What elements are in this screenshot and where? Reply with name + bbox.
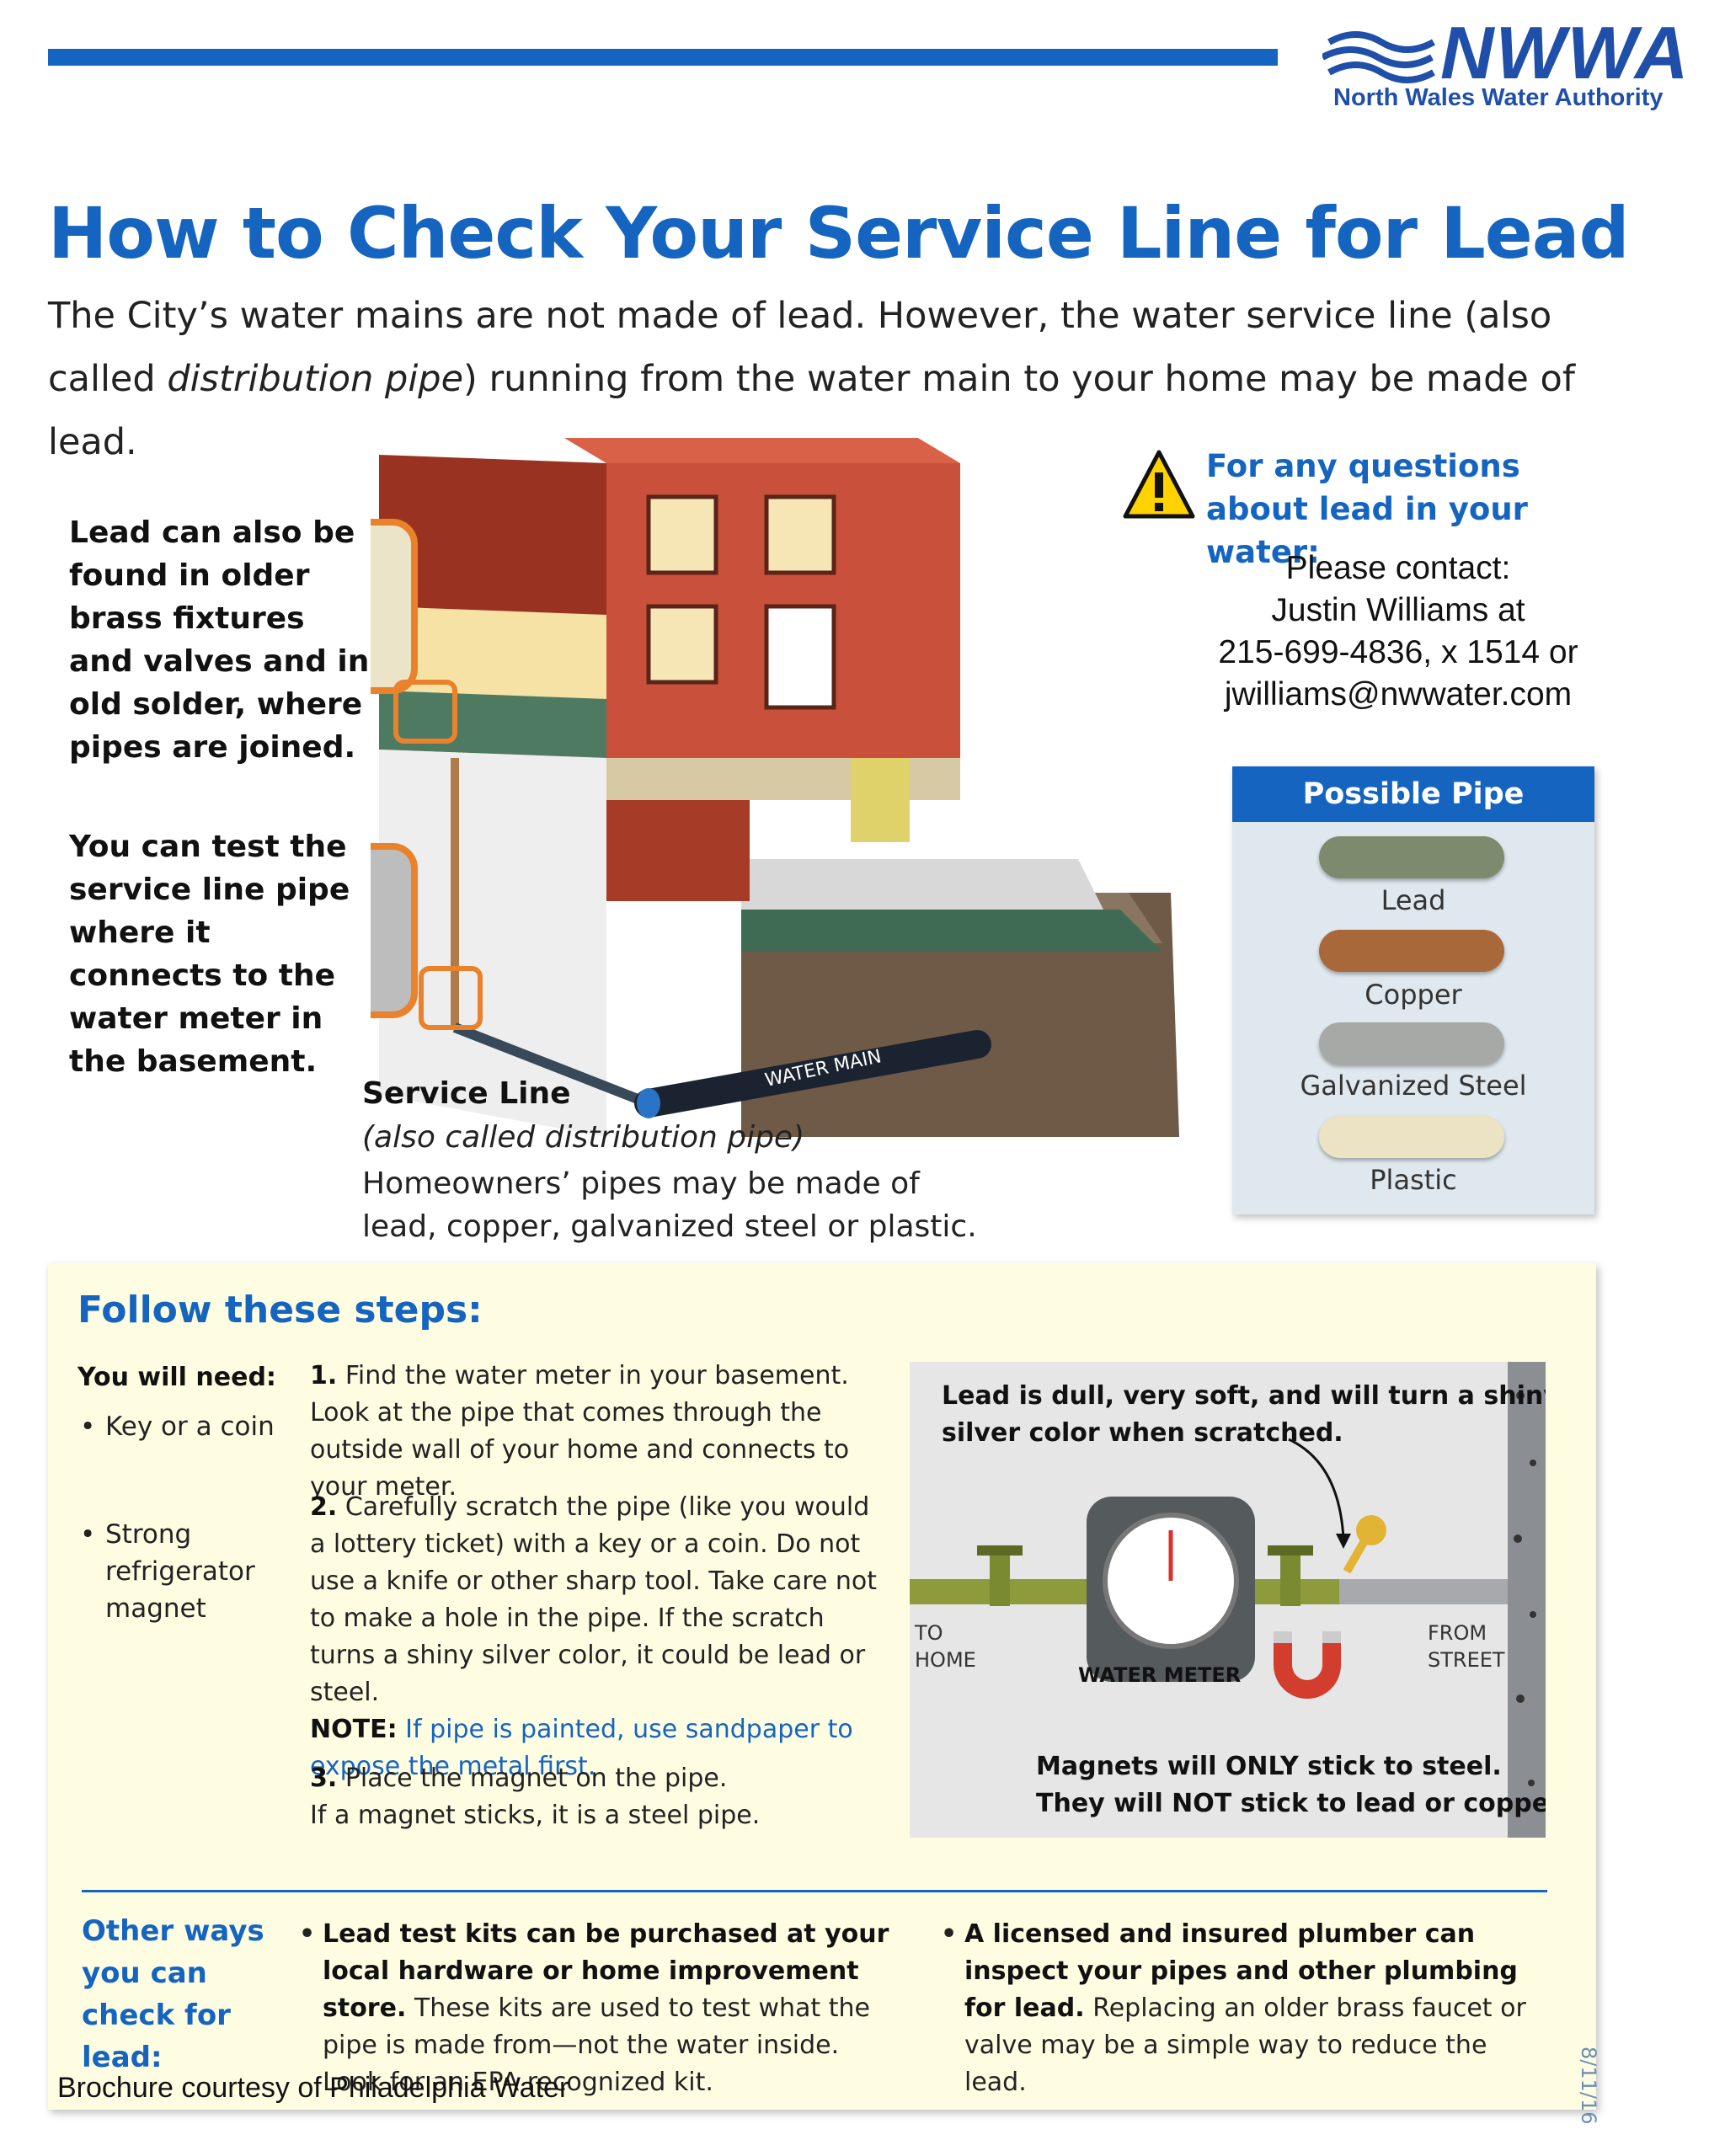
step-3: 3. Place the magnet on the pipe.If a mag… xyxy=(310,1764,761,1830)
other-ways-test-kits: •Lead test kits can be purchased at your… xyxy=(299,1919,889,2097)
step-2: 2. Carefully scratch the pipe (like you … xyxy=(310,1489,883,1785)
contact-phone: 215-699-4836, x 1514 or xyxy=(1218,634,1578,670)
service-line-body: Homeowners’ pipes may be made of lead, c… xyxy=(362,1166,977,1244)
pipe-materials-heading: Possible Pipe Materials xyxy=(1232,766,1594,867)
step-1: 1. Find the water meter in your basement… xyxy=(310,1361,850,1502)
to-home-label-1: TO xyxy=(914,1621,943,1645)
other-ways-plumber: •A licensed and insured plumber can insp… xyxy=(941,1919,1526,2097)
from-street-label-1: FROM xyxy=(1428,1621,1487,1645)
step-2-note: NOTE: If pipe is painted, use sandpaper … xyxy=(310,1715,853,1781)
magnet-note-2: They will NOT stick to lead or copper. xyxy=(1036,1789,1546,1818)
warning-icon xyxy=(1123,450,1195,519)
pipe-label-plastic: Plastic xyxy=(1370,1164,1457,1196)
intro-paragraph: The City’s water mains are not made of l… xyxy=(48,285,1648,474)
key-icon xyxy=(1343,1515,1386,1574)
house-illustration: WATER MAIN xyxy=(371,438,1179,1137)
plastic-pipe-swatch xyxy=(1319,1116,1504,1158)
section-divider xyxy=(82,1890,1547,1892)
page-title: How to Check Your Service Line for Lead xyxy=(48,192,1630,275)
magnet-note-1: Magnets will ONLY stick to steel. xyxy=(1036,1752,1502,1781)
intro-line-2: called distribution pipe) running from t… xyxy=(48,358,1575,463)
logo-subtitle: North Wales Water Authority xyxy=(1333,84,1664,111)
steps-heading: Follow these steps: xyxy=(77,1289,483,1331)
pipe-label-galvanized: Galvanized Steel xyxy=(1300,1070,1527,1102)
service-line-subtitle: (also called distribution pipe) xyxy=(362,1120,805,1155)
galvanized-pipe-swatch xyxy=(1319,1022,1504,1065)
contact-email[interactable]: jwilliams@nwwater.com xyxy=(1224,676,1573,712)
pipe-label-copper: Copper xyxy=(1365,979,1462,1011)
header-rule xyxy=(48,49,1278,66)
contact-info: Please contact: Justin Williams at 215-6… xyxy=(1171,547,1626,716)
diagram-caption-2: silver color when scratched. xyxy=(942,1418,1343,1448)
service-line-title: Service Line xyxy=(362,1076,571,1111)
contact-line-1: Please contact: xyxy=(1285,550,1511,586)
courtesy-note: Brochure courtesy of Philadelphia Water xyxy=(57,2072,569,2104)
meter-diagram: Lead is dull, very soft, and will turn a… xyxy=(910,1362,1546,1838)
other-ways-heading: Other ways you can check for lead: xyxy=(82,1914,264,2074)
nwwa-logo xyxy=(1322,31,1435,83)
logo-wordmark: NWWA xyxy=(1440,11,1690,94)
fixtures-callout: Lead can also be found in older brass fi… xyxy=(69,515,370,765)
contact-name: Justin Williams at xyxy=(1271,592,1525,628)
diagram-caption-1: Lead is dull, very soft, and will turn a… xyxy=(942,1381,1546,1411)
contact-heading: For any questions about lead in your wat… xyxy=(1206,448,1528,570)
to-home-label-2: HOME xyxy=(915,1648,976,1672)
print-date: 8/11/16 xyxy=(1577,2047,1600,2125)
pipe-label-lead: Lead xyxy=(1381,884,1446,916)
intro-line-1: The City’s water mains are not made of l… xyxy=(48,295,1552,337)
test-callout: You can test the service line pipe where… xyxy=(69,830,350,1079)
magnet-icon xyxy=(1274,1631,1341,1699)
from-street-label-2: STREET xyxy=(1428,1648,1505,1672)
lead-pipe-swatch xyxy=(1319,836,1504,878)
water-meter-label: WATER METER xyxy=(1078,1663,1241,1687)
you-will-need-title: You will need: xyxy=(77,1363,276,1392)
copper-pipe-swatch xyxy=(1319,930,1504,972)
